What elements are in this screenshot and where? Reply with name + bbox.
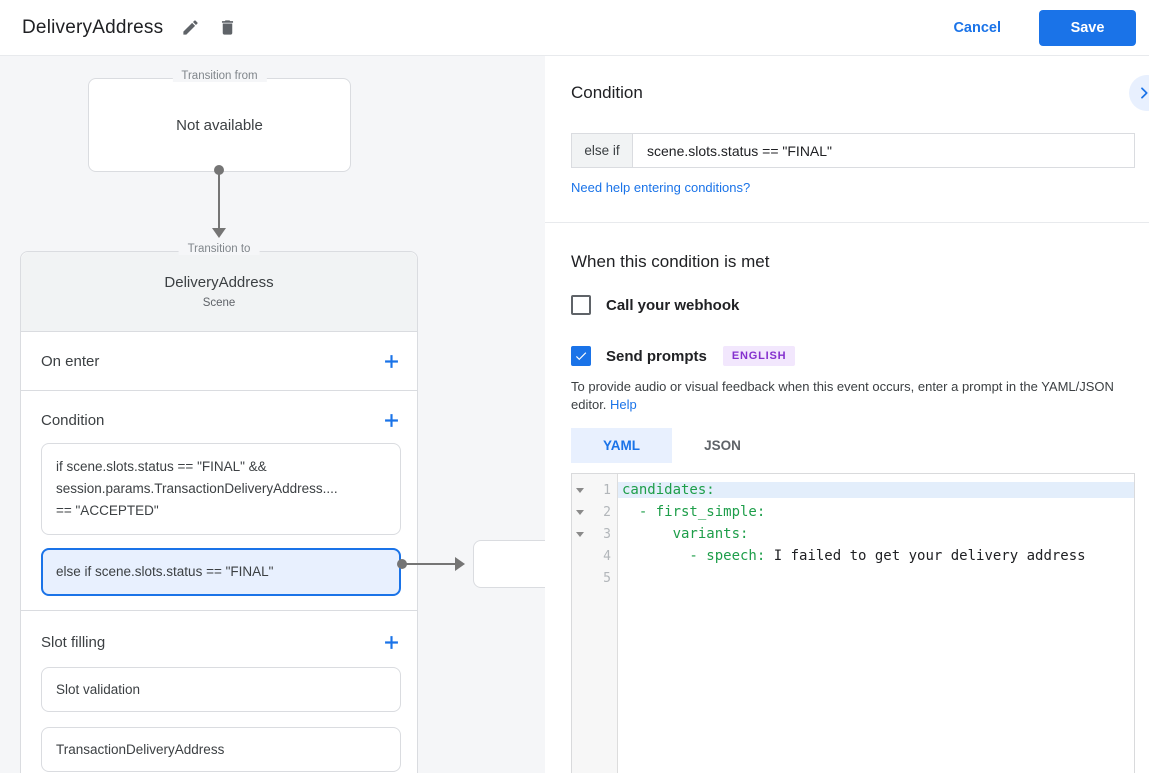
cancel-button[interactable]: Cancel xyxy=(935,12,1019,44)
page-title: DeliveryAddress xyxy=(22,16,164,38)
line-number: 1 xyxy=(603,482,611,498)
condition-section: Condition if scene.slots.status == "FINA… xyxy=(21,391,417,611)
condition-section-title: Condition xyxy=(41,411,105,429)
yaml-code-editor[interactable]: 1 candidates: 2 - first_simple: 3 varian… xyxy=(571,473,1135,773)
condition-editor-panel: Condition else if scene.slots.status == … xyxy=(545,56,1149,773)
on-enter-section: On enter xyxy=(21,332,417,391)
fold-icon[interactable] xyxy=(572,509,586,515)
code-key: - speech: xyxy=(622,548,766,564)
code-key: candidates: xyxy=(622,482,715,498)
transition-target-box[interactable] xyxy=(473,540,545,588)
arrow-down-icon xyxy=(212,228,226,238)
send-prompts-row: Send prompts ENGLISH xyxy=(571,346,796,366)
slot-filling-section: Slot filling Slot validation Transaction… xyxy=(21,611,417,772)
editor-gutter xyxy=(572,474,618,773)
condition-input-row: else if scene.slots.status == "FINAL" xyxy=(571,133,1135,168)
tab-json[interactable]: JSON xyxy=(672,428,773,463)
topbar-actions: Cancel Save xyxy=(935,9,1136,46)
chevron-right-icon xyxy=(1141,87,1148,99)
code-line: 3 variants: xyxy=(572,523,1134,545)
prompt-description-text: To provide audio or visual feedback when… xyxy=(571,379,1114,412)
plus-icon xyxy=(385,635,398,649)
send-prompts-label: Send prompts xyxy=(606,347,707,365)
connector-dot xyxy=(397,559,407,569)
code-line: 5 xyxy=(572,567,1134,589)
condition-help-link[interactable]: Need help entering conditions? xyxy=(571,180,751,195)
delete-scene-button[interactable] xyxy=(214,14,241,41)
condition-prefix-label: else if xyxy=(572,134,633,167)
code-key: - first_simple: xyxy=(622,504,766,520)
code-line: 1 candidates: xyxy=(572,479,1134,501)
connector-line xyxy=(218,174,220,228)
scene-name: DeliveryAddress xyxy=(164,274,274,291)
tab-yaml[interactable]: YAML xyxy=(571,428,672,463)
fold-icon[interactable] xyxy=(572,531,586,537)
condition-rule-line: session.params.TransactionDeliveryAddres… xyxy=(56,481,338,496)
condition-heading: Condition xyxy=(571,83,643,102)
slot-validation-item[interactable]: Slot validation xyxy=(41,667,401,712)
condition-rule-text: else if scene.slots.status == "FINAL" xyxy=(56,564,274,579)
fold-icon[interactable] xyxy=(572,487,586,493)
slot-item-label: TransactionDeliveryAddress xyxy=(56,742,225,757)
language-badge: ENGLISH xyxy=(722,346,796,366)
section-divider xyxy=(545,222,1149,223)
line-number: 2 xyxy=(603,504,611,520)
send-prompts-checkbox[interactable] xyxy=(571,346,591,366)
call-webhook-checkbox[interactable] xyxy=(571,295,591,315)
add-slot-button[interactable] xyxy=(382,633,401,652)
connector-line xyxy=(405,563,455,565)
line-number: 3 xyxy=(603,526,611,542)
checkmark-icon xyxy=(575,352,587,361)
condition-rule-line: == "ACCEPTED" xyxy=(56,503,159,518)
top-bar: DeliveryAddress Cancel Save xyxy=(0,0,1149,56)
scene-type: Scene xyxy=(202,297,236,309)
on-enter-title: On enter xyxy=(41,352,100,370)
transition-to-label: Transition to xyxy=(178,243,260,255)
connector-dot xyxy=(214,165,224,175)
save-button[interactable]: Save xyxy=(1039,9,1136,46)
arrow-right-icon xyxy=(455,557,465,571)
call-webhook-label: Call your webhook xyxy=(606,296,740,314)
plus-icon xyxy=(385,354,398,368)
line-number: 5 xyxy=(603,570,611,586)
condition-rule-if[interactable]: if scene.slots.status == "FINAL" && sess… xyxy=(41,443,401,535)
edit-scene-button[interactable] xyxy=(177,14,204,41)
plus-icon xyxy=(385,413,398,427)
trash-icon xyxy=(222,20,234,35)
collapse-panel-button[interactable] xyxy=(1129,75,1149,111)
transition-from-value: Not available xyxy=(176,116,263,134)
add-condition-button[interactable] xyxy=(382,411,401,430)
condition-met-heading: When this condition is met xyxy=(571,252,770,271)
condition-rule-elseif-selected[interactable]: else if scene.slots.status == "FINAL" xyxy=(41,548,401,596)
slot-filling-title: Slot filling xyxy=(41,633,106,651)
slot-item-label: Slot validation xyxy=(56,682,141,697)
prompt-description: To provide audio or visual feedback when… xyxy=(571,378,1137,413)
flow-diagram-panel: Transition from Not available Transition… xyxy=(0,56,545,773)
pencil-icon xyxy=(183,20,198,35)
condition-rule-line: if scene.slots.status == "FINAL" && xyxy=(56,459,267,474)
editor-format-tabs: YAML JSON xyxy=(571,428,773,463)
line-number: 4 xyxy=(603,548,611,564)
add-on-enter-button[interactable] xyxy=(382,352,401,371)
scene-card: Transition to DeliveryAddress Scene On e… xyxy=(20,243,418,773)
code-line: 4 - speech: I failed to get your deliver… xyxy=(572,545,1134,567)
help-link[interactable]: Help xyxy=(610,396,637,412)
scene-card-header[interactable]: DeliveryAddress Scene xyxy=(21,252,417,332)
code-key: variants: xyxy=(622,526,749,542)
condition-expression-input[interactable]: scene.slots.status == "FINAL" xyxy=(647,142,833,159)
transition-from-label: Transition from xyxy=(172,70,267,82)
call-webhook-row: Call your webhook xyxy=(571,295,739,315)
code-value: I failed to get your delivery address xyxy=(765,548,1086,564)
transaction-delivery-address-item[interactable]: TransactionDeliveryAddress xyxy=(41,727,401,772)
code-line: 2 - first_simple: xyxy=(572,501,1134,523)
transition-from-box[interactable]: Transition from Not available xyxy=(88,70,351,172)
